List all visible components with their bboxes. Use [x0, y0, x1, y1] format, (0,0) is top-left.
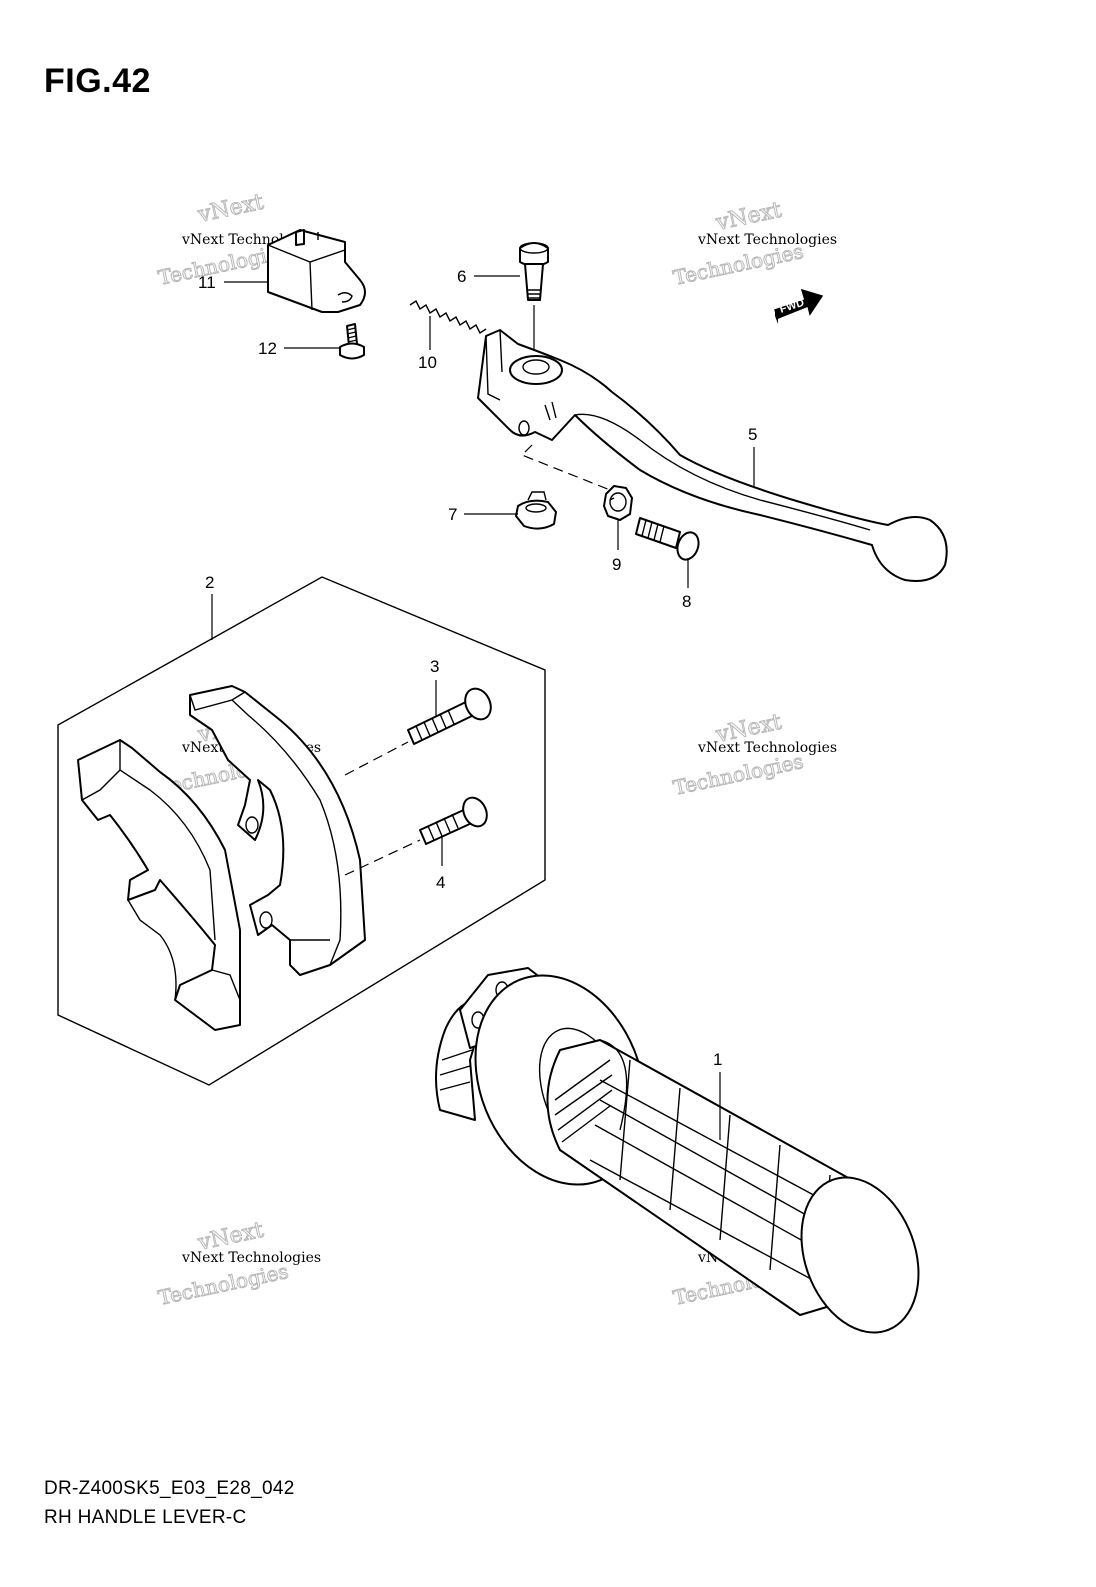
part-2-switch-housing-kit	[57, 576, 546, 1086]
callout-9: 9	[612, 520, 621, 574]
part-5-alignment-line	[520, 444, 611, 491]
watermark-mid-right: vNext vNext Technologies Technologies	[671, 709, 838, 800]
watermark-text-3: Technologies	[156, 1259, 290, 1310]
part-6-pivot-bolt-icon	[519, 242, 549, 355]
part-10-spring-icon	[409, 299, 487, 335]
part-4-alignment-line	[344, 839, 421, 876]
callout-9-label: 9	[612, 555, 621, 574]
part-3-alignment-line	[344, 741, 409, 776]
watermark-text-1: vNext Technologies	[697, 232, 837, 248]
watermark-text-2: vNext	[195, 190, 266, 228]
part-7-collar-nut-icon	[515, 491, 557, 530]
watermark-bottom-left: vNext vNext Technologies Technologies	[156, 1217, 322, 1310]
callout-7: 7	[448, 505, 518, 524]
callout-6: 6	[457, 267, 520, 286]
callout-10-label: 10	[418, 353, 437, 372]
callout-5-label: 5	[748, 425, 757, 444]
watermark-text-1: vNext Technologies	[697, 740, 837, 756]
part-9-nut-icon	[603, 485, 633, 521]
callout-4-label: 4	[436, 873, 445, 892]
callout-11: 11	[198, 273, 268, 292]
callout-3-label: 3	[430, 657, 439, 676]
callout-11-label: 11	[198, 273, 216, 292]
callout-12: 12	[258, 339, 340, 358]
watermark-text-1: vNext Technologies	[181, 1250, 321, 1266]
callout-10: 10	[418, 316, 437, 372]
figure-title: FIG.42	[44, 62, 151, 100]
callout-6-label: 6	[457, 267, 466, 286]
callout-3: 3	[430, 657, 439, 716]
callout-7-label: 7	[448, 505, 457, 524]
callout-5: 5	[748, 425, 757, 488]
part-8-bolt-icon	[635, 517, 700, 561]
callout-4: 4	[436, 836, 445, 892]
callout-2: 2	[205, 573, 214, 640]
watermark-text-2: vNext	[713, 198, 784, 236]
figure-code: DR-Z400SK5_E03_E28_042	[44, 1478, 295, 1499]
part-1-throttle-grip-icon	[435, 967, 920, 1334]
callout-1: 1	[713, 1050, 722, 1140]
figure-name: RH HANDLE LEVER-C	[44, 1507, 247, 1528]
forward-direction-arrow-icon: FWD	[774, 288, 824, 324]
watermark-top-right: vNext vNext Technologies Technologies	[671, 197, 838, 290]
watermark-text-3: Technologies	[671, 749, 805, 800]
part-12-screw-icon	[339, 323, 365, 360]
callout-12-label: 12	[258, 339, 277, 358]
part-3-screw-icon	[407, 687, 492, 745]
part-11-switch-icon	[267, 229, 366, 313]
callout-1-label: 1	[713, 1050, 722, 1069]
callout-8: 8	[682, 560, 691, 611]
part-4-screw-icon	[419, 796, 488, 845]
callout-2-label: 2	[205, 573, 214, 592]
callout-8-label: 8	[682, 592, 691, 611]
part-5-brake-lever-icon	[477, 329, 948, 582]
